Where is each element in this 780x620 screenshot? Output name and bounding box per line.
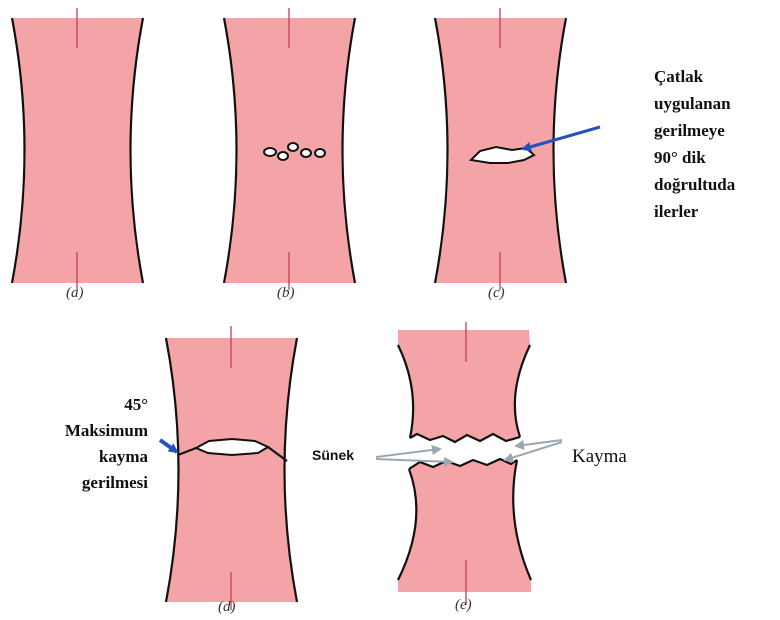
crack-note-line: 90° dik xyxy=(654,148,706,167)
shear-note-line: 45° xyxy=(124,395,148,414)
specimen-a xyxy=(12,8,143,290)
caption-a: (a) xyxy=(66,285,84,301)
shear-stress-note: 45° Maksimum kayma gerilmesi xyxy=(65,395,149,492)
shear-note-line: gerilmesi xyxy=(82,473,148,492)
shear-label: Kayma xyxy=(572,446,627,467)
specimen-e xyxy=(376,322,562,605)
crack-note-line: ilerler xyxy=(654,202,699,221)
caption-d: (d) xyxy=(218,599,236,615)
crack-d xyxy=(196,439,268,455)
crack-note-line: doğrultuda xyxy=(654,175,736,194)
shear-note-line: kayma xyxy=(99,447,149,466)
shear-arrow xyxy=(160,440,177,452)
caption-c: (c) xyxy=(488,285,505,301)
crack-note-line: Çatlak xyxy=(654,67,704,86)
specimen-b xyxy=(224,8,355,290)
caption-b: (b) xyxy=(277,285,295,301)
ductile-label: Sünek xyxy=(312,447,354,463)
specimen-d xyxy=(160,326,297,610)
crack-note-line: uygulanan xyxy=(654,94,731,113)
caption-e: (e) xyxy=(455,597,472,613)
specimen-c xyxy=(435,8,600,290)
shear-note-line: Maksimum xyxy=(65,421,148,440)
fracture-arrows xyxy=(376,440,562,462)
crack-note-line: gerilmeye xyxy=(654,121,725,140)
crack-direction-note: Çatlak uygulanan gerilmeye 90° dik doğru… xyxy=(654,67,736,221)
